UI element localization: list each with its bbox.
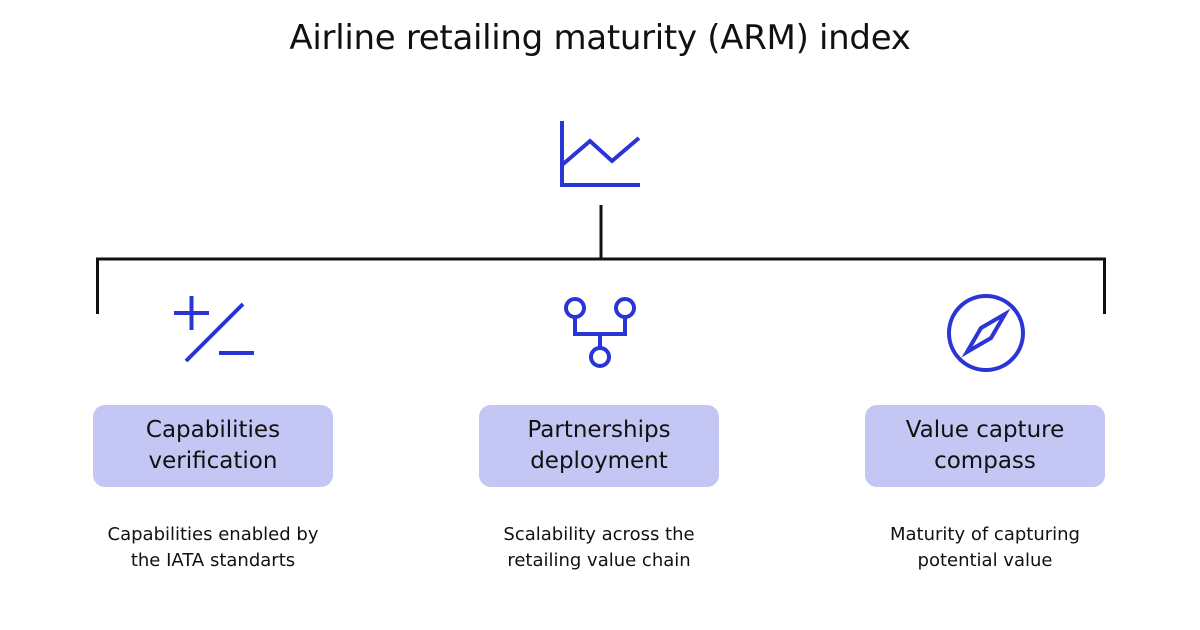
partnerships-deployment-description: Scalability across the retailing value c… — [503, 524, 695, 571]
compass-icon — [947, 294, 1025, 372]
value-capture-compass-box: Value capture compass — [865, 405, 1105, 487]
plus-minus-icon — [174, 296, 254, 363]
capabilities-verification-box: Capabilities verification — [93, 405, 333, 487]
capabilities-verification-description: Capabilities enabled by the IATA standar… — [107, 524, 319, 571]
capabilities-verification-label: Capabilities verification — [145, 417, 281, 474]
branch-network-icon — [564, 297, 636, 368]
line-chart-icon — [560, 121, 641, 187]
page-title: Airline retailing maturity (ARM) index — [289, 18, 911, 58]
partnerships-deployment-box: Partnerships deployment — [479, 405, 719, 487]
partnerships-deployment-label: Partnerships deployment — [527, 417, 671, 474]
value-capture-compass-description: Maturity of capturing potential value — [890, 524, 1080, 571]
value-capture-compass-label: Value capture compass — [905, 417, 1065, 474]
